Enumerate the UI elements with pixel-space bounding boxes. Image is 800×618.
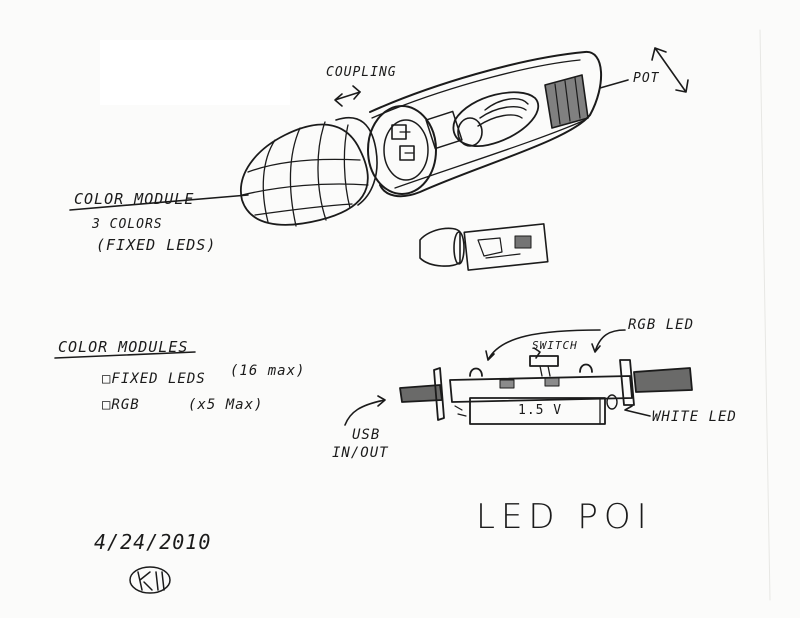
sixteen-max-label: (16 max) [230, 364, 305, 378]
pot-slider [453, 75, 588, 146]
three-colors-label: 3 COLORS [92, 218, 163, 231]
x5-max-label: (x5 Max) [188, 398, 263, 412]
in-out-label: IN/OUT [332, 446, 389, 460]
coupling-ring [368, 106, 436, 194]
pot-label: POT [633, 72, 659, 85]
small-module-sketch [420, 224, 548, 270]
paper-patch [100, 40, 290, 105]
battery-label: 1.5 V [518, 404, 562, 417]
coupling-label: COUPLING [326, 66, 397, 79]
rgb-option: □RGB [102, 398, 140, 412]
signature-mark [130, 567, 170, 593]
fixed-leds-label: (FIXED LEDS) [96, 238, 216, 253]
scan-line [760, 30, 770, 600]
color-module-dome [241, 118, 377, 226]
white-led-label: WHITE LED [652, 410, 737, 424]
date-label: 4/24/2010 [94, 532, 211, 552]
color-modules-label: COLOR MODULES [58, 340, 188, 355]
page-title: LED POI [476, 500, 653, 534]
fixed-leds-option: □FIXED LEDS [102, 372, 206, 386]
rgb-led-label: RGB LED [628, 318, 694, 332]
usb-label: USB [352, 428, 380, 442]
color-module-label: COLOR MODULE [74, 192, 194, 207]
switch-label: SWITCH [532, 340, 578, 351]
